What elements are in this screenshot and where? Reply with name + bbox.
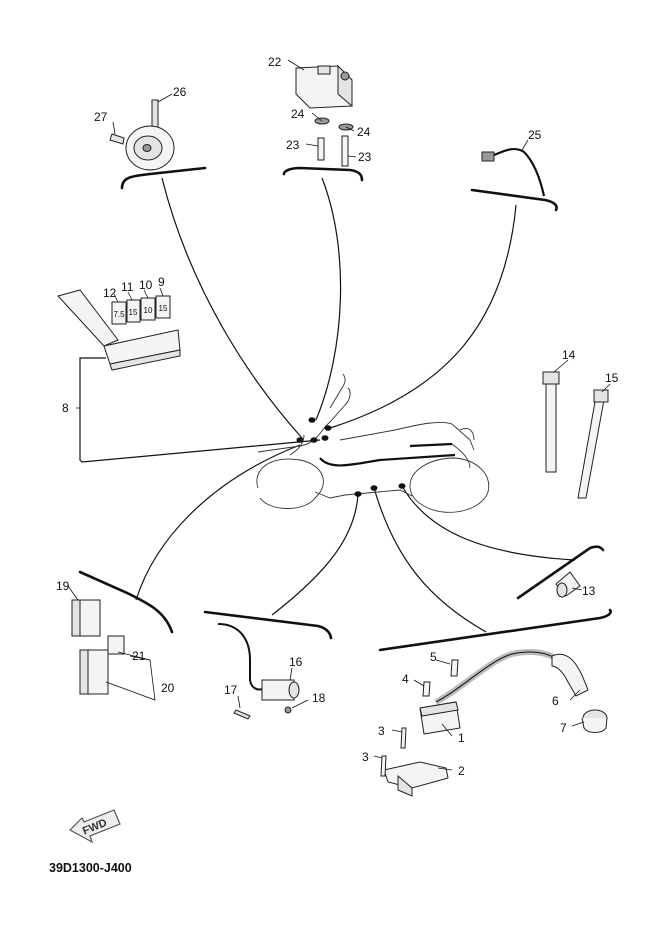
cable-ties [542, 359, 611, 499]
callout-27: 27 [94, 110, 108, 124]
callout-8: 8 [62, 401, 69, 415]
callout-15: 15 [605, 371, 619, 385]
callout-14: 14 [562, 348, 576, 362]
callout-10: 10 [139, 278, 153, 292]
fuse-label-1: 7.5 [113, 310, 125, 319]
callout-4: 4 [402, 672, 409, 686]
cap-13 [555, 571, 583, 598]
motorcycle-silhouette [256, 373, 490, 513]
forward-direction-arrow: FWD [69, 809, 121, 844]
callout-20: 20 [161, 681, 175, 695]
callout-16: 16 [289, 655, 303, 669]
fuse-label-3: 10 [144, 306, 153, 315]
callout-13: 13 [582, 584, 596, 598]
callout-22: 22 [268, 55, 282, 69]
group-frames [78, 166, 612, 652]
callout-26: 26 [173, 85, 187, 99]
callout-3-upper: 3 [378, 724, 385, 738]
callout-25: 25 [528, 128, 542, 142]
callout-6: 6 [552, 694, 559, 708]
callout-2: 2 [458, 764, 465, 778]
callout-24-right: 24 [357, 125, 371, 139]
callout-1: 1 [458, 731, 465, 745]
callout-11: 11 [121, 280, 134, 294]
fuse-box-assembly [57, 287, 181, 409]
callout-23-left: 23 [286, 138, 300, 152]
fuse-label-4: 15 [159, 304, 168, 313]
relay-group-assembly [67, 585, 156, 701]
callout-9: 9 [158, 275, 165, 289]
callout-19: 19 [56, 579, 70, 593]
horn-assembly [109, 93, 175, 171]
ignition-coil-assembly [373, 649, 608, 797]
callout-7: 7 [560, 721, 567, 735]
lead-wire-assembly [481, 139, 546, 197]
relay-assembly [287, 59, 357, 167]
callout-labels: 26 27 22 24 24 23 23 25 12 11 10 9 8 14 … [56, 55, 619, 778]
callout-23-right: 23 [358, 150, 372, 164]
callout-5: 5 [430, 650, 437, 664]
fuse-value-labels: 7.5 15 10 15 [113, 304, 168, 319]
callout-24-left: 24 [291, 107, 305, 121]
fuse-label-2: 15 [129, 308, 138, 317]
callout-21: 21 [132, 649, 146, 663]
callout-12: 12 [103, 286, 117, 300]
diagram-code: 39D1300-J400 [49, 861, 132, 875]
sensor-assembly [217, 623, 309, 720]
callout-3-lower: 3 [362, 750, 369, 764]
callout-17: 17 [224, 683, 238, 697]
connection-wires [79, 177, 576, 633]
callout-18: 18 [312, 691, 326, 705]
